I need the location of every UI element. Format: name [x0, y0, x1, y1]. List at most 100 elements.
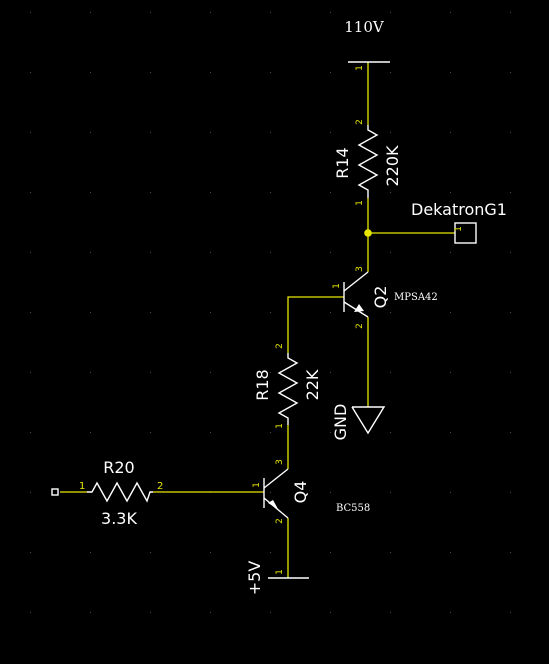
r14-ref-label: R14 — [333, 147, 352, 178]
grid-dot — [90, 612, 91, 613]
grid-dot — [150, 312, 151, 313]
grid-dot — [150, 72, 151, 73]
grid-dot — [330, 612, 331, 613]
pin-q4-3: 3 — [275, 459, 285, 465]
r20-value-label: 3.3K — [101, 509, 137, 528]
resistor-r18-symbol[interactable] — [277, 353, 299, 425]
grid-dot — [390, 612, 391, 613]
grid-dot — [330, 372, 331, 373]
pin-q2-3: 3 — [355, 266, 365, 272]
pin-r18-2: 2 — [275, 343, 285, 349]
grid-dot — [90, 372, 91, 373]
grid-dot — [270, 552, 271, 553]
grid-dot — [270, 252, 271, 253]
grid-dot — [390, 552, 391, 553]
grid-dot — [150, 552, 151, 553]
grid-dot — [450, 72, 451, 73]
grid-dot — [210, 312, 211, 313]
pin-q4-1: 1 — [252, 482, 262, 488]
grid-dot — [450, 132, 451, 133]
grid-dot — [30, 192, 31, 193]
grid-dot — [510, 192, 511, 193]
grid-dot — [210, 12, 211, 13]
grid-dot — [210, 372, 211, 373]
transistor-q4-symbol[interactable] — [263, 468, 289, 519]
resistor-r14-symbol[interactable] — [357, 125, 379, 198]
grid-dot — [210, 432, 211, 433]
grid-dot — [330, 192, 331, 193]
grid-dot — [450, 492, 451, 493]
grid-dot — [450, 432, 451, 433]
gnd-label: GND — [331, 404, 350, 441]
grid-dot — [270, 612, 271, 613]
q2-part-number: MPSA42 — [394, 292, 438, 303]
grid-dot — [30, 372, 31, 373]
grid-dot — [450, 252, 451, 253]
pin-connector-1: 1 — [454, 226, 464, 232]
grid-dot — [390, 192, 391, 193]
grid-dot — [390, 372, 391, 373]
grid-dot — [90, 552, 91, 553]
grid-dot — [510, 612, 511, 613]
grid-dot — [270, 12, 271, 13]
grid-dot — [270, 72, 271, 73]
grid-dot — [210, 612, 211, 613]
grid-dot — [30, 552, 31, 553]
grid-dot — [330, 552, 331, 553]
grid-dot — [390, 312, 391, 313]
grid-dot — [510, 492, 511, 493]
grid-dot — [450, 192, 451, 193]
grid-dot — [30, 432, 31, 433]
grid-dot — [90, 192, 91, 193]
q2-ref-label: Q2 — [371, 286, 390, 309]
grid-dot — [150, 252, 151, 253]
grid-dot — [270, 132, 271, 133]
grid-dot — [30, 12, 31, 13]
r18-ref-label: R18 — [253, 369, 272, 400]
grid-dot — [510, 72, 511, 73]
pin-q2-1: 1 — [332, 283, 342, 289]
grid-dot — [510, 252, 511, 253]
grid-dot — [390, 492, 391, 493]
grid-dot — [330, 72, 331, 73]
grid-dot — [210, 132, 211, 133]
grid-dot — [510, 552, 511, 553]
grid-dot — [150, 132, 151, 133]
connector-dekatron-box[interactable] — [454, 222, 477, 244]
r20-terminal-square[interactable] — [51, 488, 59, 496]
grid-dot — [330, 12, 331, 13]
ground-symbol[interactable] — [351, 406, 386, 435]
junction-dot — [364, 229, 372, 237]
grid-dot — [510, 432, 511, 433]
grid-dot — [150, 192, 151, 193]
grid-dot — [450, 612, 451, 613]
grid-dot — [30, 312, 31, 313]
grid-dot — [150, 612, 151, 613]
grid-dot — [210, 252, 211, 253]
grid-dot — [510, 312, 511, 313]
grid-dot — [510, 372, 511, 373]
power-110v-label: 110V — [344, 18, 385, 36]
grid-dot — [330, 132, 331, 133]
grid-dot — [210, 552, 211, 553]
pin-r20-2: 2 — [157, 481, 163, 492]
wires — [60, 62, 455, 578]
q2-emitter-arrow-icon — [354, 304, 364, 312]
r20-ref-label: R20 — [103, 458, 134, 477]
grid-dot — [510, 12, 511, 13]
power-5v-label: +5V — [245, 561, 264, 596]
r14-value-label: 220K — [383, 145, 402, 187]
grid-dot — [150, 372, 151, 373]
grid-dot — [210, 192, 211, 193]
grid-dot — [390, 72, 391, 73]
grid-dot — [30, 132, 31, 133]
grid-dot — [90, 132, 91, 133]
grid-dot — [30, 492, 31, 493]
grid-dot — [390, 12, 391, 13]
q4-emitter-arrow-icon — [268, 500, 278, 509]
grid-dot — [450, 12, 451, 13]
pin-q2-2: 2 — [355, 323, 365, 329]
resistor-r20-symbol[interactable] — [87, 481, 153, 503]
